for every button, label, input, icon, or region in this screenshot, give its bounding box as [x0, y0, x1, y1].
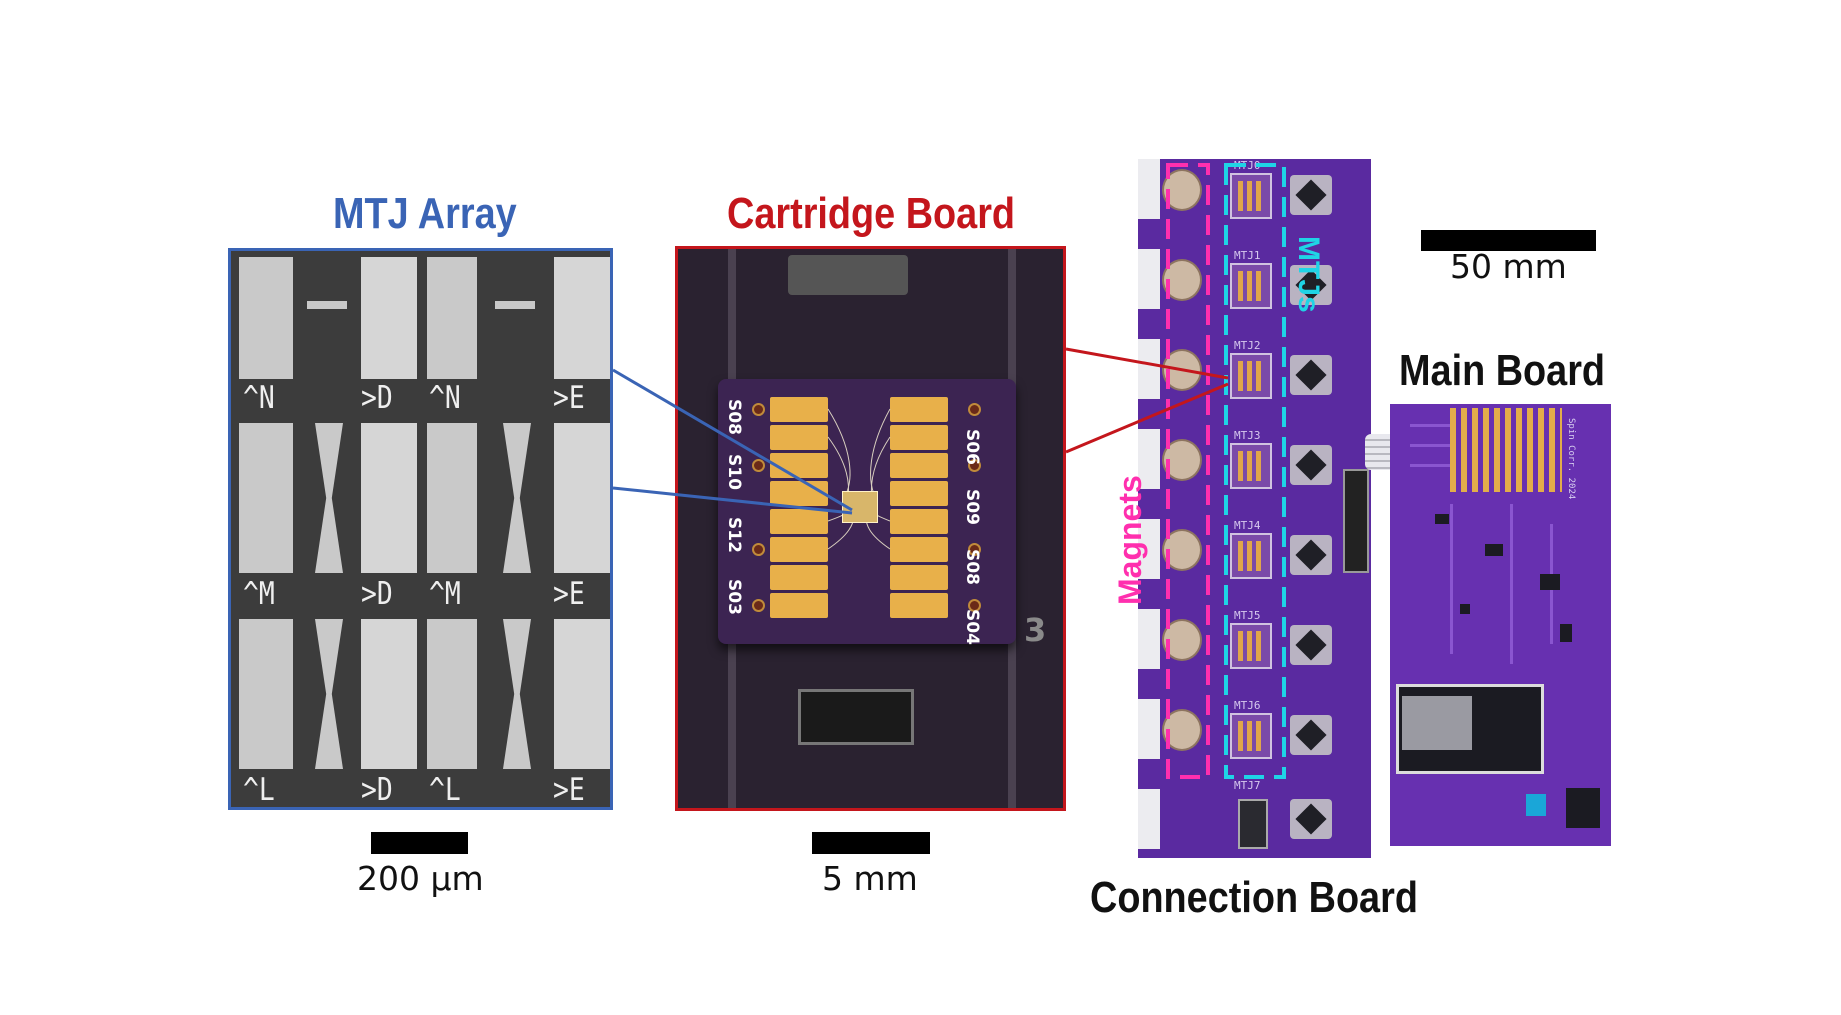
mtj-label: ^M	[429, 576, 461, 612]
mtj-label: ^N	[243, 380, 275, 416]
corner-number: 3	[1024, 611, 1047, 649]
connection-board-title: Connection Board	[1090, 873, 1418, 922]
mtj-label: ^M	[243, 576, 275, 612]
mtj-array-title: MTJ Array	[333, 189, 517, 238]
sensor-chip	[1290, 265, 1332, 305]
scale-bar-mtj	[371, 832, 468, 854]
sensor-chip	[1290, 445, 1332, 485]
mtj-package	[1230, 353, 1272, 399]
mtj-label: ^N	[429, 380, 461, 416]
sensor-chip	[1290, 175, 1332, 215]
mtj-package	[1230, 533, 1272, 579]
mtj-chip-label: MTJ6	[1234, 699, 1261, 712]
main-board-title: Main Board	[1399, 346, 1606, 395]
scale-label-mtj: 200 µm	[357, 859, 484, 898]
cartridge-board-title: Cartridge Board	[727, 189, 1016, 238]
sensor-chip	[1290, 625, 1332, 665]
mtj-label: >D	[361, 576, 393, 612]
cartridge-board-photo: S08 S10 S12 S03 S06 S09 S08 S04 3	[675, 246, 1066, 811]
mtj-chip-label: MTJ2	[1234, 339, 1261, 352]
mtj-package	[1230, 263, 1272, 309]
sensor-chip	[1290, 799, 1332, 839]
scale-bar-cartridge	[812, 832, 930, 854]
mtj-chip-label: MTJ5	[1234, 609, 1261, 622]
mtj-chip-label: MTJ0	[1234, 159, 1261, 172]
mtj-label: >E	[553, 772, 585, 808]
sensor-chip	[1290, 715, 1332, 755]
mtj-label: >D	[361, 772, 393, 808]
mtj-chip-label: MTJ3	[1234, 429, 1261, 442]
scale-bar-boards	[1421, 230, 1596, 251]
mtj-label: >E	[553, 576, 585, 612]
main-board-photo: Spin Corr. 2024	[1390, 404, 1611, 846]
mtj-chip-label: MTJ1	[1234, 249, 1261, 262]
mtj-label: >D	[361, 380, 393, 416]
mtj-label: ^L	[429, 772, 461, 808]
mtj-chip-label: MTJ4	[1234, 519, 1261, 532]
sensor-chip	[1290, 355, 1332, 395]
mtj-chip-label: MTJ7	[1234, 779, 1261, 792]
mtj-package	[1230, 713, 1272, 759]
scale-label-boards: 50 mm	[1450, 247, 1567, 286]
mtj-array-micrograph: ^N >D ^N >E ^M >D ^M >E ^L >D ^L >E	[228, 248, 613, 810]
sensor-chip	[1290, 535, 1332, 575]
scale-label-cartridge: 5 mm	[822, 859, 918, 898]
mtj-package	[1230, 623, 1272, 669]
mtj-package	[1230, 173, 1272, 219]
mtj-package	[1230, 443, 1272, 489]
mtj-label: ^L	[243, 772, 275, 808]
mtj-label: >E	[553, 380, 585, 416]
connection-board-overlay	[1166, 163, 1286, 779]
